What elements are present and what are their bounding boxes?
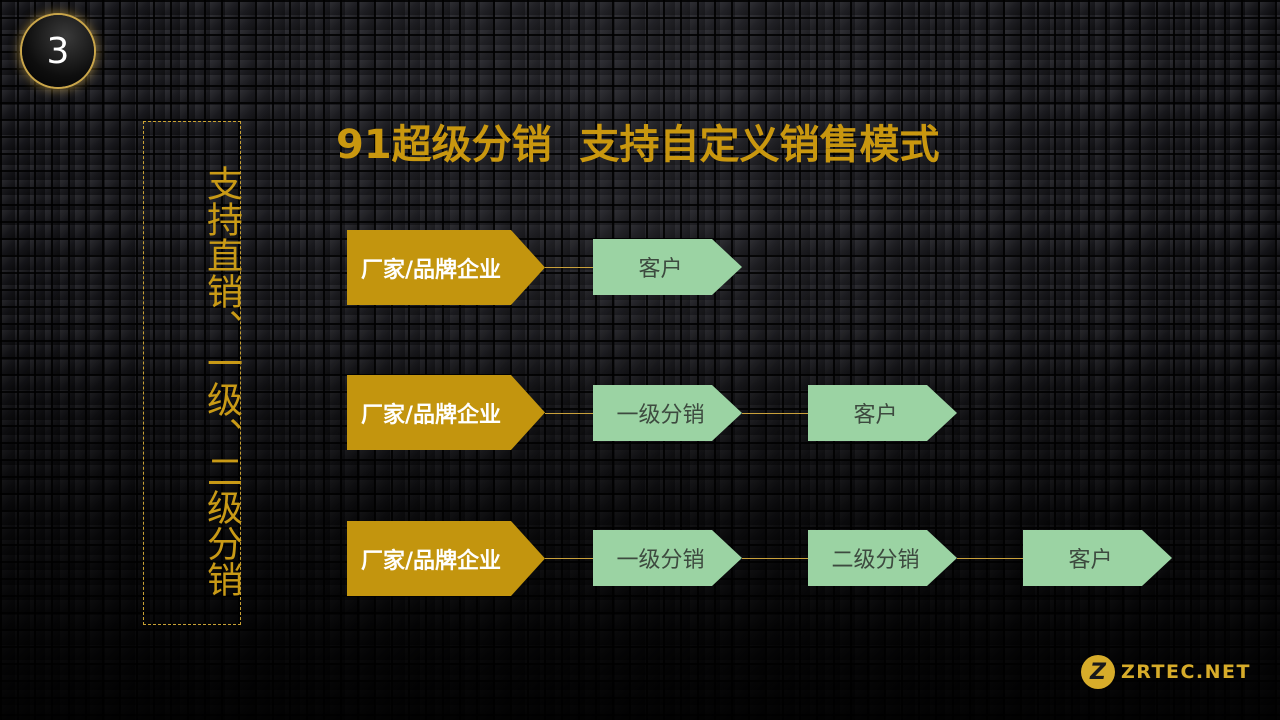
brand-logo: Z ZRTEC.NET [1081,655,1251,689]
connector-line [545,267,593,268]
source-node: 厂家/品牌企业 [347,375,545,450]
connector-line [545,413,593,414]
connector-line [545,558,593,559]
connector-line [742,413,808,414]
step-node-level1: 一级分销 [593,530,742,586]
connector-line [957,558,1023,559]
slide-number: 3 [46,30,70,72]
source-node: 厂家/品牌企业 [347,521,545,596]
step-node-customer: 客户 [593,239,742,295]
step-node-customer: 客户 [1023,530,1172,586]
step-node-level2: 二级分销 [808,530,957,586]
step-node-level1: 一级分销 [593,385,742,441]
source-node: 厂家/品牌企业 [347,230,545,305]
page-title: 91超级分销 支持自定义销售模式 [336,122,940,168]
slide-number-badge: 3 [22,15,94,87]
step-node-customer: 客户 [808,385,957,441]
side-label-box: 支持直销、一级、二级分销 [143,121,242,625]
logo-z-icon: Z [1081,655,1115,689]
logo-text: ZRTEC.NET [1121,661,1251,683]
connector-line [742,558,808,559]
side-label: 支持直销、一级、二级分销 [201,165,242,597]
